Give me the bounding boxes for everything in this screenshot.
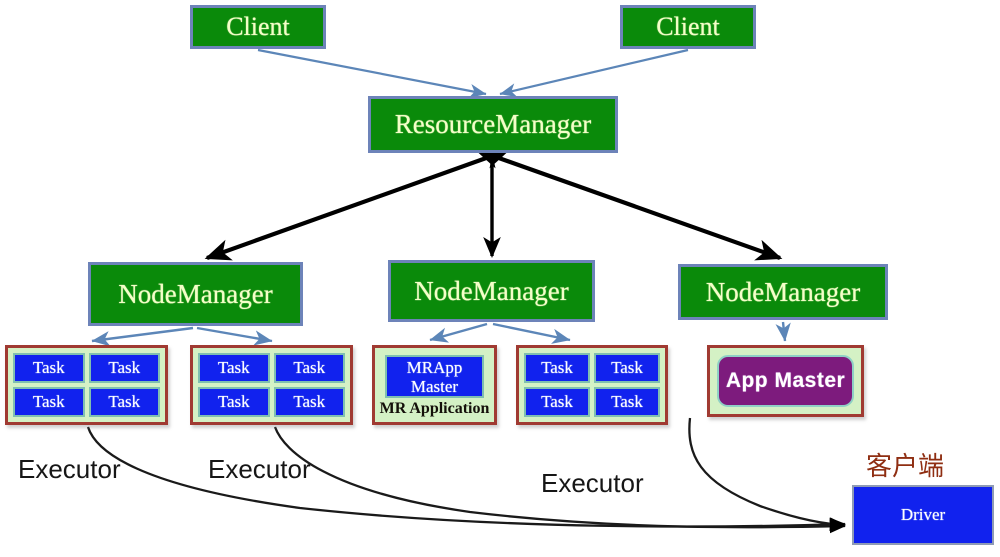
- client-label: Client: [226, 12, 290, 41]
- node-manager-box-1[interactable]: NodeManager: [88, 262, 303, 326]
- client-box-left[interactable]: Client: [190, 5, 326, 49]
- client-label: Client: [656, 12, 720, 41]
- edge-executors-to-driver: [86, 417, 846, 534]
- node-manager-label: NodeManager: [705, 276, 861, 307]
- mrapp-master-label-line1: MRApp: [406, 357, 463, 377]
- node-manager-label: NodeManager: [414, 275, 569, 306]
- task-grid: Task Task Task Task: [198, 353, 345, 417]
- node-manager-box-3[interactable]: NodeManager: [678, 264, 888, 320]
- driver-box[interactable]: Driver: [852, 485, 994, 545]
- task-box[interactable]: Task: [13, 387, 85, 417]
- executor-container-3[interactable]: Task Task Task Task: [516, 345, 668, 425]
- resource-manager-label: ResourceManager: [394, 109, 592, 139]
- edge-resourcemanager-to-nodemanagers: [204, 138, 783, 261]
- executor-container-2[interactable]: Task Task Task Task: [190, 345, 353, 425]
- driver-label: Driver: [900, 505, 946, 524]
- task-grid: Task Task Task Task: [13, 353, 160, 417]
- task-box[interactable]: Task: [88, 353, 160, 383]
- edge-client-to-resourcemanager: [257, 48, 689, 98]
- executor-label-3: Executor: [541, 468, 644, 498]
- task-grid: Task Task Task Task: [524, 353, 660, 417]
- task-box[interactable]: Task: [13, 353, 85, 383]
- mr-application-container[interactable]: MRApp Master MR Application: [372, 345, 497, 425]
- driver-chinese-label: 客户端: [866, 452, 945, 481]
- mrapp-master-label-line2: Master: [410, 376, 459, 396]
- executor-label-2: Executor: [208, 454, 311, 484]
- task-box[interactable]: Task: [273, 387, 345, 417]
- app-master-container[interactable]: App Master: [707, 345, 864, 417]
- mrapp-master-box[interactable]: MRApp Master: [385, 355, 484, 398]
- resource-manager-box[interactable]: ResourceManager: [368, 96, 618, 153]
- mr-application-caption: MR Application: [379, 400, 490, 417]
- executor-label-1: Executor: [18, 454, 121, 484]
- node-manager-label: NodeManager: [118, 278, 273, 309]
- task-box[interactable]: Task: [594, 387, 660, 417]
- task-box[interactable]: Task: [198, 353, 270, 383]
- task-box[interactable]: Task: [198, 387, 270, 417]
- task-box[interactable]: Task: [88, 387, 160, 417]
- task-box[interactable]: Task: [524, 353, 590, 383]
- task-box[interactable]: Task: [594, 353, 660, 383]
- client-box-right[interactable]: Client: [620, 5, 756, 49]
- task-box[interactable]: Task: [524, 387, 590, 417]
- app-master-label: App Master: [725, 369, 846, 392]
- executor-container-1[interactable]: Task Task Task Task: [5, 345, 168, 425]
- node-manager-box-2[interactable]: NodeManager: [388, 260, 595, 322]
- app-master-box[interactable]: App Master: [717, 355, 854, 407]
- task-box[interactable]: Task: [273, 353, 345, 383]
